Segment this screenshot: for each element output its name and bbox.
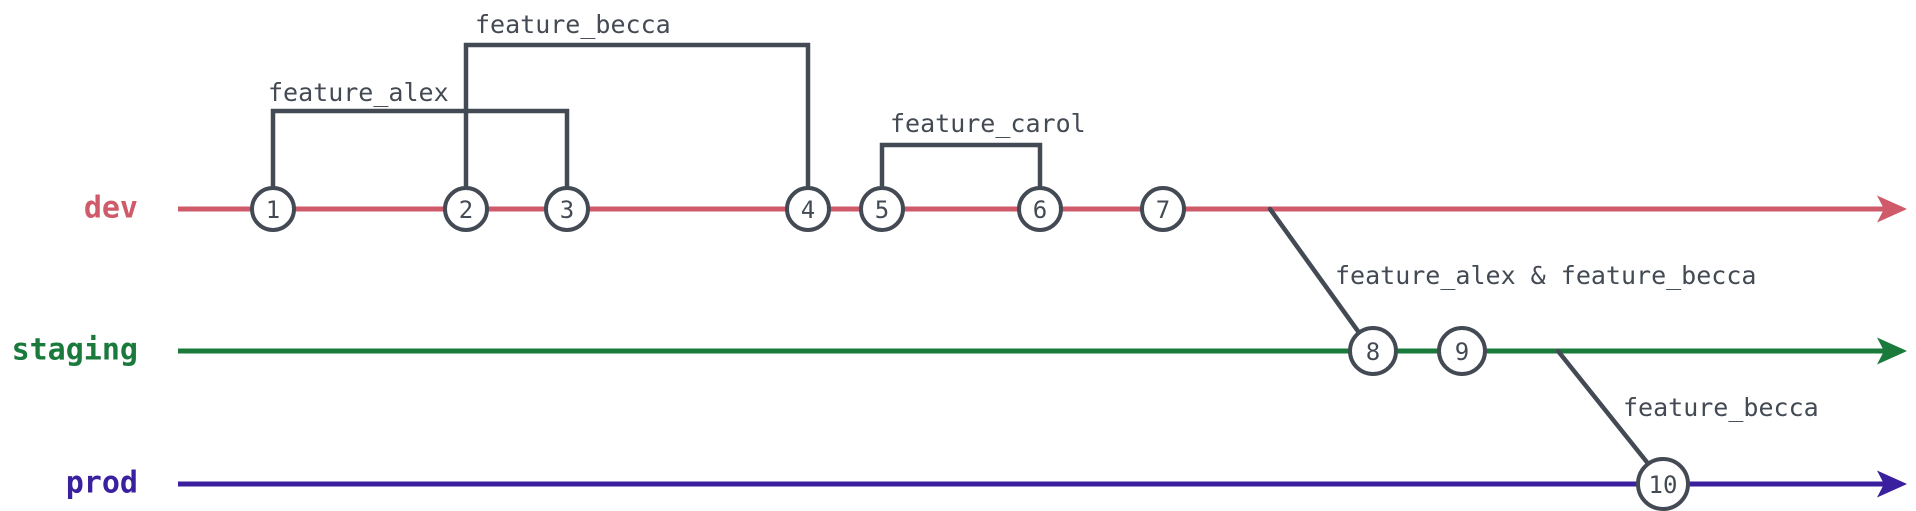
commit-label: 1 bbox=[266, 196, 280, 224]
commit-circle[interactable] bbox=[785, 186, 831, 232]
commit-label: 10 bbox=[1649, 471, 1678, 499]
commit-node-9[interactable]: 9 bbox=[1437, 326, 1487, 376]
bracket-feature-alex bbox=[270, 108, 570, 188]
commit-label: 3 bbox=[560, 196, 574, 224]
feature-label-alex: feature_alex bbox=[268, 78, 449, 107]
commit-node-8[interactable]: 8 bbox=[1348, 326, 1398, 376]
commit-label: 8 bbox=[1366, 338, 1380, 366]
feature-label-carol: feature_carol bbox=[890, 109, 1086, 138]
merge-label-dev-to-staging: feature_alex & feature_becca bbox=[1335, 261, 1756, 290]
commit-node-10[interactable]: 10 bbox=[1636, 457, 1690, 511]
commit-node-7[interactable]: 7 bbox=[1140, 186, 1186, 232]
commit-node-2[interactable]: 2 bbox=[443, 186, 489, 232]
merge-labels-group: feature_alex & feature_becca feature_bec… bbox=[1335, 261, 1819, 422]
feature-labels-group: feature_alex feature_becca feature_carol bbox=[268, 10, 1086, 138]
commit-nodes-group: 1 2 3 4 5 6 7 bbox=[250, 186, 1690, 511]
merge-lines-group bbox=[1267, 206, 1653, 469]
merge-line-staging-to-prod bbox=[1555, 348, 1653, 469]
commit-label: 2 bbox=[459, 196, 473, 224]
commit-circle[interactable] bbox=[1017, 186, 1063, 232]
bracket-feature-becca bbox=[463, 42, 811, 188]
commit-node-6[interactable]: 6 bbox=[1017, 186, 1063, 232]
commit-node-4[interactable]: 4 bbox=[785, 186, 831, 232]
branch-label-prod: prod bbox=[66, 466, 138, 501]
feature-brackets-group bbox=[270, 42, 1043, 188]
commit-label: 5 bbox=[875, 196, 889, 224]
commit-circle[interactable] bbox=[859, 186, 905, 232]
merge-label-staging-to-prod: feature_becca bbox=[1623, 393, 1819, 422]
commit-circle[interactable] bbox=[544, 186, 590, 232]
commit-circle[interactable] bbox=[443, 186, 489, 232]
commit-circle[interactable] bbox=[1348, 326, 1398, 376]
commit-circle[interactable] bbox=[1636, 457, 1690, 511]
commit-circle[interactable] bbox=[1140, 186, 1186, 232]
commit-node-3[interactable]: 3 bbox=[544, 186, 590, 232]
branch-labels-group: dev staging prod bbox=[12, 191, 138, 501]
commit-label: 6 bbox=[1033, 196, 1047, 224]
feature-label-becca: feature_becca bbox=[475, 10, 671, 39]
merge-line-dev-to-staging bbox=[1267, 206, 1363, 337]
branch-label-dev: dev bbox=[84, 191, 138, 226]
commit-label: 9 bbox=[1455, 338, 1469, 366]
branch-label-staging: staging bbox=[12, 333, 138, 368]
commit-circle[interactable] bbox=[1437, 326, 1487, 376]
commit-node-5[interactable]: 5 bbox=[859, 186, 905, 232]
bracket-feature-carol bbox=[879, 142, 1043, 188]
commit-label: 4 bbox=[801, 196, 815, 224]
commit-label: 7 bbox=[1156, 196, 1170, 224]
commit-circle[interactable] bbox=[250, 186, 296, 232]
commit-node-1[interactable]: 1 bbox=[250, 186, 296, 232]
